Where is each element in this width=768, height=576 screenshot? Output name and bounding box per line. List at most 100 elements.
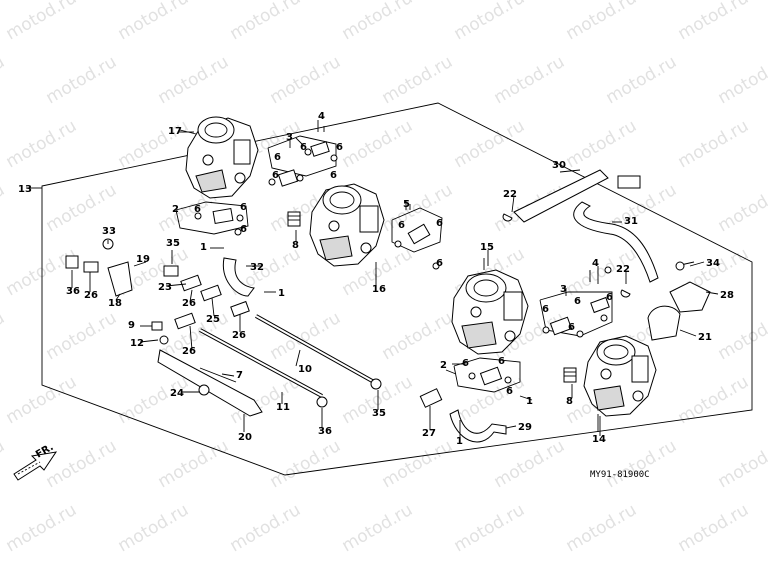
part-number-label: 23 bbox=[158, 282, 172, 293]
hose-29 bbox=[449, 409, 507, 443]
part-number-label: 19 bbox=[136, 254, 150, 265]
part-number-label: 10 bbox=[298, 364, 312, 375]
watermark-text: motod.ru bbox=[675, 500, 753, 556]
leader-line bbox=[295, 349, 301, 367]
plate-28 bbox=[669, 281, 711, 313]
part-number-label: 6 bbox=[240, 224, 247, 235]
part-number-label: 4 bbox=[318, 111, 325, 122]
part-number-label: 31 bbox=[624, 216, 638, 227]
part-number-label: 27 bbox=[422, 428, 436, 439]
watermark-text: motod.ru bbox=[267, 52, 345, 108]
part-number-label: 6 bbox=[498, 356, 505, 367]
part-number-label: 6 bbox=[274, 152, 281, 163]
part-number-label: 26 bbox=[84, 290, 98, 301]
watermark-text: motod.ru bbox=[563, 500, 641, 556]
watermark-text: motod.ru bbox=[0, 308, 8, 364]
watermark-text: motod.ru bbox=[155, 52, 233, 108]
part-number-label: 29 bbox=[518, 422, 532, 433]
watermark-text: motod.ru bbox=[491, 52, 569, 108]
watermark-text: motod.ru bbox=[339, 116, 417, 172]
part-number-label: 6 bbox=[606, 292, 613, 303]
part-number-label: 5 bbox=[403, 199, 410, 210]
carburetor-14 bbox=[583, 335, 657, 432]
leader-line bbox=[705, 291, 719, 295]
tube-31 bbox=[573, 201, 659, 283]
leader-line bbox=[505, 425, 517, 429]
part-number-label: 2 bbox=[440, 360, 447, 371]
watermark-text: motod.ru bbox=[339, 500, 417, 556]
part-number-label: 11 bbox=[276, 402, 290, 413]
spring-8-upper bbox=[287, 211, 301, 227]
part-number-label: 26 bbox=[182, 298, 196, 309]
part-number-label: 36 bbox=[66, 286, 80, 297]
part-number-label: 1 bbox=[456, 436, 463, 447]
part-number-label: 18 bbox=[108, 298, 122, 309]
part-number-label: 6 bbox=[300, 142, 307, 153]
part-number-label: 2 bbox=[172, 204, 179, 215]
assembly-outline bbox=[41, 102, 753, 476]
leader-line bbox=[679, 329, 697, 337]
leader-line bbox=[139, 339, 159, 343]
watermark-text: motod.ru bbox=[715, 52, 768, 108]
part-number-label: 20 bbox=[238, 432, 252, 443]
tube-30 bbox=[513, 169, 609, 223]
collar-26c bbox=[174, 312, 196, 330]
leader-line bbox=[689, 261, 705, 267]
part-number-label: 6 bbox=[506, 386, 513, 397]
watermark-text: motod.ru bbox=[715, 180, 768, 236]
hose-32 bbox=[222, 257, 255, 297]
watermark-text: motod.ru bbox=[43, 436, 121, 492]
part-number-label: 16 bbox=[372, 284, 386, 295]
joint-group-lower bbox=[453, 357, 521, 393]
part-number-label: 6 bbox=[194, 204, 201, 215]
clip-22a bbox=[502, 213, 513, 222]
part-number-label: 17 bbox=[168, 126, 182, 137]
cap-21 bbox=[647, 305, 681, 341]
watermark-text: motod.ru bbox=[267, 436, 345, 492]
watermark-text: motod.ru bbox=[115, 116, 193, 172]
part-number-label: 6 bbox=[398, 220, 405, 231]
part-number-label: 22 bbox=[503, 189, 517, 200]
cap-35 bbox=[163, 265, 179, 277]
part-number-label: 4 bbox=[592, 258, 599, 269]
part-number-label: 35 bbox=[166, 238, 180, 249]
leader-line bbox=[189, 289, 193, 303]
part-number-label: 3 bbox=[286, 132, 293, 143]
joint-group-left bbox=[175, 201, 249, 236]
watermark-text: motod.ru bbox=[563, 0, 641, 44]
part-number-label: 14 bbox=[592, 434, 606, 445]
part-number-label: 36 bbox=[318, 426, 332, 437]
washer-12 bbox=[159, 335, 169, 345]
part-number-label: 33 bbox=[102, 226, 116, 237]
watermark-text: motod.ru bbox=[0, 436, 8, 492]
diagram-code: MY91-81900C bbox=[590, 470, 650, 480]
part-number-label: 3 bbox=[560, 284, 567, 295]
callout-leaders bbox=[71, 126, 719, 438]
watermark-text: motod.ru bbox=[3, 116, 81, 172]
part-number-label: 15 bbox=[480, 242, 494, 253]
part-number-label: 1 bbox=[278, 288, 285, 299]
leader-line bbox=[189, 325, 193, 351]
part-number-label: 32 bbox=[250, 262, 264, 273]
leader-line bbox=[115, 293, 121, 301]
part-number-label: 6 bbox=[330, 170, 337, 181]
leader-line bbox=[221, 373, 235, 377]
watermark-text: motod.ru bbox=[3, 500, 81, 556]
part-number-label: 6 bbox=[574, 296, 581, 307]
part-number-label: 12 bbox=[130, 338, 144, 349]
part-number-label: 24 bbox=[170, 388, 184, 399]
part-number-label: 1 bbox=[526, 396, 533, 407]
watermark-text: motod.ru bbox=[3, 372, 81, 428]
watermark-text: motod.ru bbox=[267, 308, 345, 364]
cap-36-lower bbox=[316, 396, 328, 408]
watermark-text: motod.ru bbox=[451, 0, 529, 44]
watermark-text: motod.ru bbox=[451, 116, 529, 172]
leader-line bbox=[165, 283, 187, 287]
watermark-text: motod.ru bbox=[715, 308, 768, 364]
bracket-18 bbox=[107, 261, 133, 297]
part-number-label: 6 bbox=[436, 258, 443, 269]
joint-group-middle bbox=[391, 200, 443, 270]
